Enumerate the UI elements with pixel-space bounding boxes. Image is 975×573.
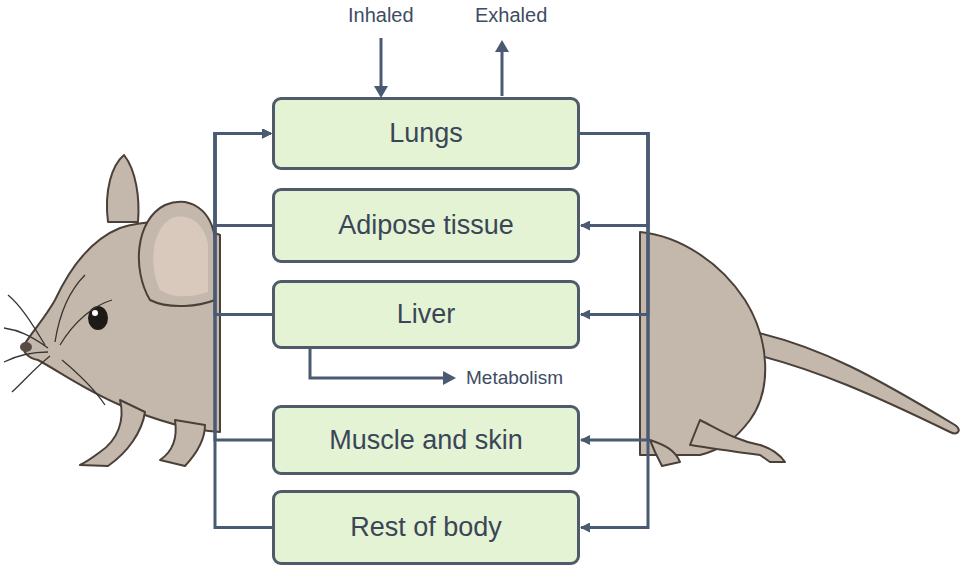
inhaled-arrow <box>380 38 383 88</box>
organ-box: Lungs <box>272 97 580 170</box>
mouse-hind-foot <box>650 440 680 466</box>
flow-connector <box>580 134 648 441</box>
flow-label: Inhaled <box>348 4 414 27</box>
mouse-hind-leg <box>690 420 785 462</box>
flow-connector <box>215 134 272 315</box>
box-label: Rest of body <box>350 512 502 543</box>
mouse-nose <box>20 342 32 352</box>
flow-connector <box>580 134 648 528</box>
organ-box: Muscle and skin <box>272 405 580 475</box>
organ-box: Rest of body <box>272 490 580 565</box>
mouse-tail <box>745 330 959 433</box>
mouse-face <box>4 275 112 405</box>
mouse-ear-back <box>107 155 139 222</box>
mouse-front-leg-2 <box>160 420 205 466</box>
box-label: Muscle and skin <box>329 425 523 456</box>
exhaled-head <box>495 40 509 52</box>
box-label: Adipose tissue <box>338 210 514 241</box>
mouse-eye-shine <box>92 310 98 316</box>
box-label: Liver <box>397 299 456 330</box>
metabolism-head <box>443 371 456 385</box>
flow-label: Exhaled <box>475 4 547 27</box>
mouse-ear <box>139 202 215 306</box>
exhaled-arrow <box>501 50 504 96</box>
flow-connector <box>215 134 272 441</box>
flow-connector <box>215 134 272 528</box>
flow-connector <box>580 134 648 315</box>
box-label: Lungs <box>389 118 463 149</box>
flow-label: Metabolism <box>466 367 563 389</box>
metabolism-line <box>310 349 445 378</box>
mouse-eye <box>88 306 108 330</box>
mouse-front-leg <box>80 400 145 466</box>
mouse-ear-inner <box>153 217 208 297</box>
flow-connector <box>580 134 648 226</box>
mouse-whiskers <box>4 275 112 405</box>
organ-box: Liver <box>272 280 580 349</box>
organ-box: Adipose tissue <box>272 188 580 263</box>
flow-connector <box>215 134 272 226</box>
